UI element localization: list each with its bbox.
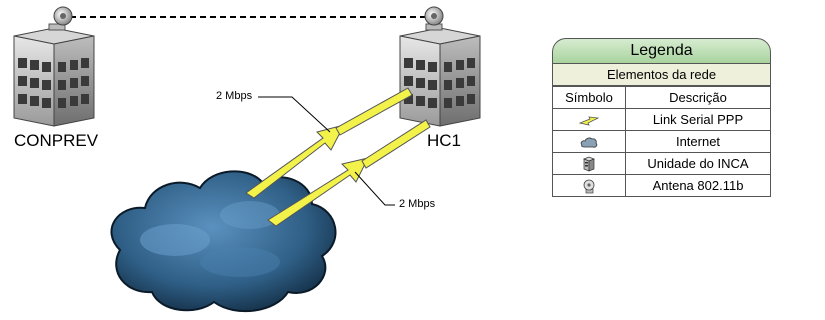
antenna-icon-hc1 xyxy=(424,6,444,31)
link-bandwidth-label-1: 2 Mbps xyxy=(216,90,253,102)
legend-symbol-cell xyxy=(552,108,626,131)
internet-cloud-icon xyxy=(110,170,337,313)
serial-link-2 xyxy=(267,119,431,227)
antenna-icon-conprev xyxy=(48,6,73,31)
site-label-conprev: CONPREV xyxy=(14,131,99,150)
legend-row: Link Serial PPP xyxy=(552,108,771,131)
link-bandwidth-label-2: 2 Mbps xyxy=(399,198,436,210)
legend-title: Legenda xyxy=(552,38,771,64)
legend-subtitle: Elementos da rede xyxy=(552,64,771,86)
legend-description: Unidade do INCA xyxy=(625,152,771,175)
server-icon xyxy=(583,156,595,172)
link-label-leader-2 xyxy=(354,171,395,206)
legend-panel: Legenda Elementos da rede Símbolo Descri… xyxy=(552,38,771,197)
legend-description: Internet xyxy=(625,130,771,153)
legend-row: Antena 802.11b xyxy=(552,174,771,197)
legend-header-row: Símbolo Descrição xyxy=(552,86,771,109)
legend-symbol-cell xyxy=(552,174,626,197)
legend-header-symbol: Símbolo xyxy=(552,86,626,109)
legend-table: Símbolo Descrição Link Serial PPP Intern… xyxy=(552,86,771,197)
serial-link-1 xyxy=(245,87,413,199)
legend-description: Antena 802.11b xyxy=(625,174,771,197)
cloud-icon xyxy=(580,137,598,148)
site-label-hc1: HC1 xyxy=(427,131,462,150)
building-icon-conprev xyxy=(13,27,95,127)
antenna-icon xyxy=(583,179,595,194)
building-icon-hc1 xyxy=(399,27,481,127)
legend-description: Link Serial PPP xyxy=(625,108,771,131)
legend-symbol-cell xyxy=(552,152,626,175)
legend-row: Internet xyxy=(552,130,771,153)
link-label-leader-1 xyxy=(258,96,331,133)
lightning-icon xyxy=(579,116,599,126)
legend-header-description: Descrição xyxy=(625,86,771,109)
legend-symbol-cell xyxy=(552,130,626,153)
legend-row: Unidade do INCA xyxy=(552,152,771,175)
